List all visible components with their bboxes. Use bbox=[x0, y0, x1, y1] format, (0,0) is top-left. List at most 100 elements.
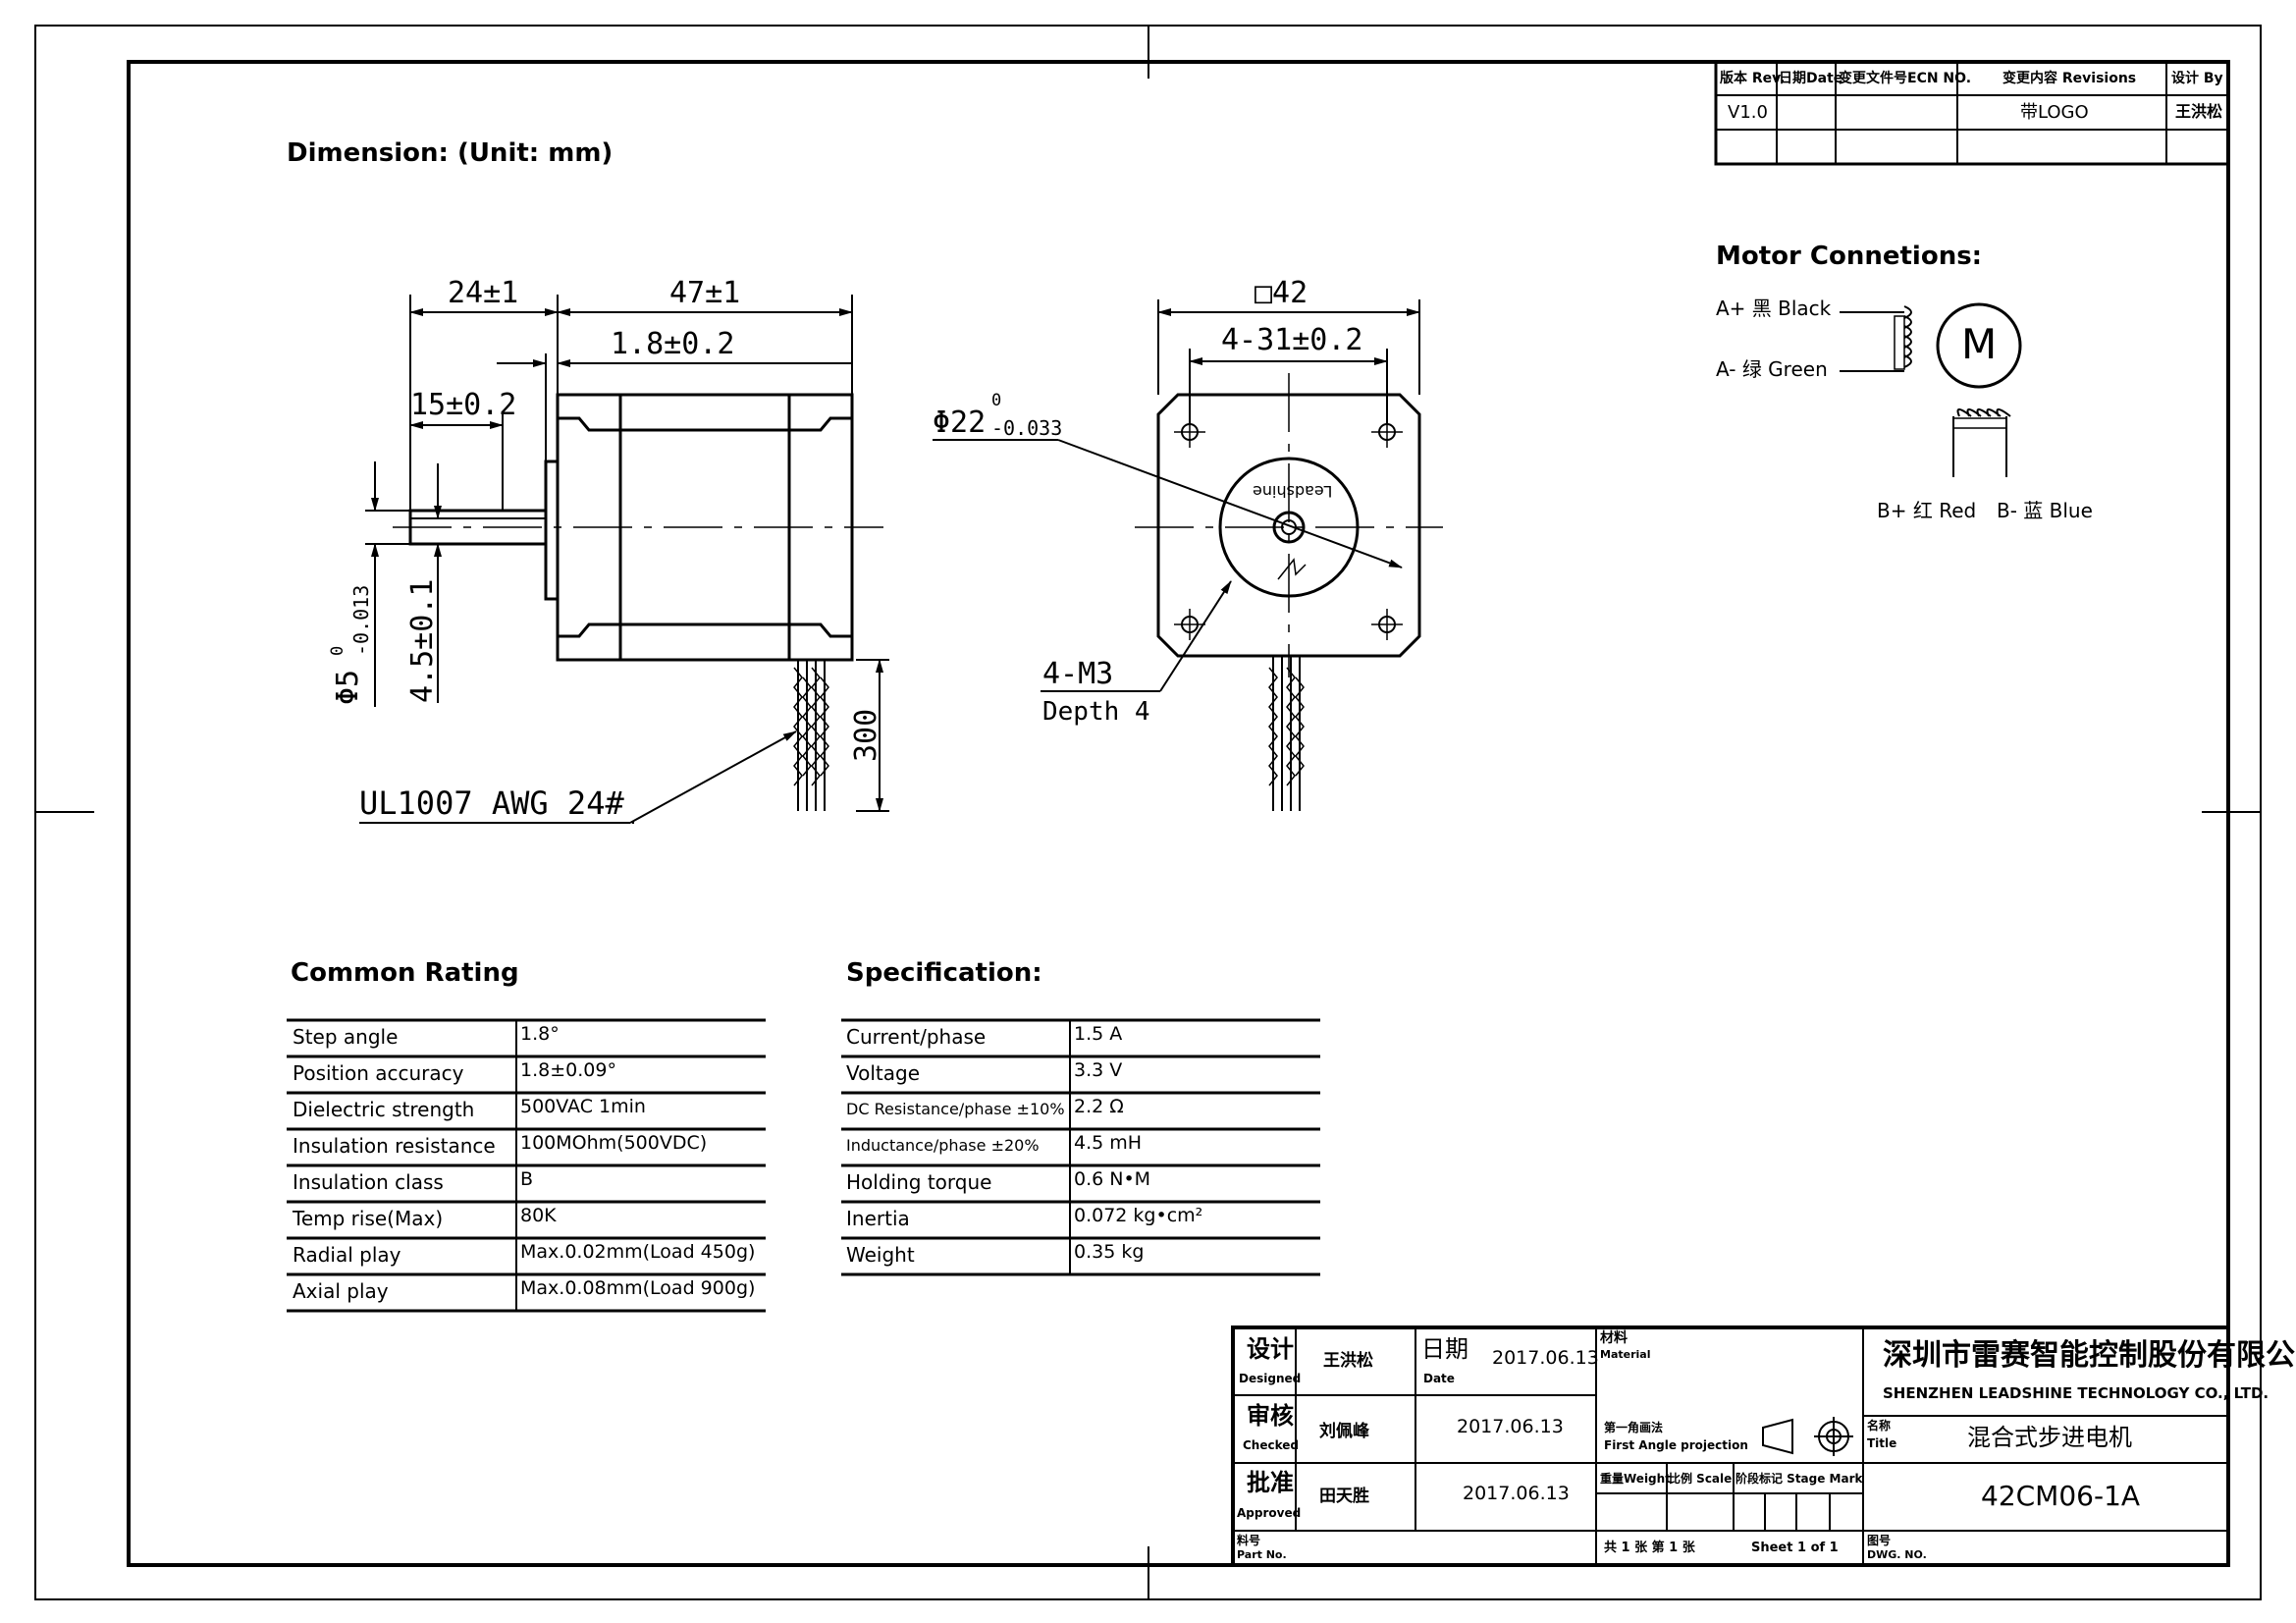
dim-flange-size: □42 bbox=[1255, 276, 1308, 310]
spec-label: Inertia bbox=[846, 1207, 910, 1230]
dim-flat-depth: 4.5±0.1 bbox=[405, 578, 440, 703]
rev-header: 版本 Rev. bbox=[1720, 71, 1786, 86]
scale-label: 比例 Scale bbox=[1669, 1472, 1733, 1486]
rev-by-header: 设计 By bbox=[2171, 71, 2223, 86]
rating-value: Max.0.08mm(Load 900g) bbox=[520, 1277, 756, 1299]
title-block-grid bbox=[1231, 1325, 2230, 1567]
mounting-hole-depth: Depth 4 bbox=[1042, 697, 1150, 727]
motor-symbol: M bbox=[1961, 320, 1998, 368]
title-label-en: Title bbox=[1867, 1436, 1897, 1450]
brand-logo-text: Leadshine bbox=[1253, 482, 1333, 501]
mounting-hole-label: 4-M3 bbox=[1042, 657, 1114, 691]
rating-label: Radial play bbox=[293, 1243, 401, 1267]
rev-version: V1.0 bbox=[1728, 102, 1768, 123]
sheet-count-cn: 共 1 张 第 1 张 bbox=[1604, 1541, 1695, 1555]
dim-lead-length: 300 bbox=[849, 708, 883, 762]
rating-value: 500VAC 1min bbox=[520, 1096, 646, 1117]
dim-hole-spacing: 4-31±0.2 bbox=[1221, 323, 1363, 357]
dim-boss-diameter: Φ22 bbox=[933, 406, 987, 440]
rating-value: 1.8° bbox=[520, 1023, 560, 1045]
wire-a-plus: A+ 黑 Black bbox=[1716, 297, 1832, 320]
spec-label: Voltage bbox=[846, 1061, 921, 1085]
checked-label-en: Checked bbox=[1243, 1438, 1299, 1452]
spec-label: Weight bbox=[846, 1243, 915, 1267]
rev-date-header: 日期Date bbox=[1779, 71, 1843, 86]
drawing-title: 混合式步进电机 bbox=[1967, 1424, 2132, 1451]
projection-label-en: First Angle projection bbox=[1604, 1438, 1748, 1452]
dim-flat-length: 15±0.2 bbox=[410, 388, 517, 422]
dim-boss-tolerance-lower: -0.033 bbox=[991, 416, 1063, 440]
spec-value: 2.2 Ω bbox=[1074, 1096, 1124, 1117]
rating-value: Max.0.02mm(Load 450g) bbox=[520, 1241, 756, 1263]
rev-revisions-header: 变更内容 Revisions bbox=[2002, 71, 2137, 86]
part-no-label-cn: 料号 bbox=[1237, 1534, 1261, 1547]
date-label-cn: 日期 bbox=[1421, 1335, 1468, 1363]
rating-value: 1.8±0.09° bbox=[520, 1059, 616, 1081]
checker-name: 刘佩峰 bbox=[1319, 1422, 1369, 1441]
spec-value: 1.5 A bbox=[1074, 1023, 1123, 1045]
rating-value: 80K bbox=[520, 1205, 557, 1226]
company-name-en: SHENZHEN LEADSHINE TECHNOLOGY CO., LTD. bbox=[1883, 1384, 2269, 1402]
date-label-en: Date bbox=[1423, 1372, 1455, 1385]
common-rating-grid bbox=[287, 1018, 766, 1313]
spec-label: Inductance/phase ±20% bbox=[846, 1136, 1040, 1155]
spec-value: 0.6 N•M bbox=[1074, 1168, 1151, 1190]
common-rating-title: Common Rating bbox=[291, 958, 519, 988]
rating-value: B bbox=[520, 1168, 534, 1190]
rating-value: 100MOhm(500VDC) bbox=[520, 1132, 708, 1154]
designed-label-cn: 设计 bbox=[1247, 1335, 1294, 1363]
specification-grid bbox=[841, 1018, 1320, 1276]
stage-mark-label: 阶段标记 Stage Mark bbox=[1735, 1472, 1863, 1486]
spec-label: DC Resistance/phase ±10% bbox=[846, 1100, 1065, 1118]
rating-label: Dielectric strength bbox=[293, 1098, 475, 1121]
material-label-en: Material bbox=[1600, 1348, 1651, 1361]
motor-connections-title: Motor Connetions: bbox=[1716, 242, 1983, 271]
spec-value: 0.35 kg bbox=[1074, 1241, 1145, 1263]
checked-date: 2017.06.13 bbox=[1457, 1416, 1564, 1437]
spec-value: 4.5 mH bbox=[1074, 1132, 1143, 1154]
dim-body-length: 47±1 bbox=[669, 276, 741, 310]
lead-wire-label: UL1007 AWG 24# bbox=[359, 784, 624, 822]
company-name-cn: 深圳市雷赛智能控制股份有限公司 bbox=[1883, 1338, 2296, 1373]
rev-author: 王洪松 bbox=[2175, 102, 2223, 121]
spec-value: 3.3 V bbox=[1074, 1059, 1123, 1081]
wire-b-plus: B+ 红 Red bbox=[1877, 499, 1977, 522]
designer-name: 王洪松 bbox=[1323, 1351, 1373, 1371]
front-view-dimensions bbox=[933, 299, 1420, 692]
projection-symbol-icon bbox=[1762, 1417, 1853, 1456]
approved-label-en: Approved bbox=[1237, 1506, 1302, 1520]
approver-name: 田天胜 bbox=[1319, 1487, 1369, 1506]
wire-a-minus: A- 绿 Green bbox=[1716, 357, 1828, 381]
motor-schematic bbox=[1840, 302, 2022, 477]
rev-description: 带LOGO bbox=[2020, 102, 2089, 123]
rating-label: Position accuracy bbox=[293, 1061, 464, 1085]
sheet-frame bbox=[34, 25, 2262, 1600]
dwg-no-label-cn: 图号 bbox=[1867, 1534, 1892, 1547]
weight-label: 重量Weight bbox=[1600, 1472, 1671, 1486]
spec-label: Current/phase bbox=[846, 1025, 987, 1049]
side-view bbox=[393, 393, 883, 811]
rating-label: Temp rise(Max) bbox=[293, 1207, 444, 1230]
specification-title: Specification: bbox=[846, 958, 1042, 988]
rating-label: Axial play bbox=[293, 1279, 389, 1303]
rating-label: Step angle bbox=[293, 1025, 399, 1049]
checked-label-cn: 审核 bbox=[1247, 1402, 1294, 1430]
dimension-heading: Dimension: (Unit: mm) bbox=[287, 138, 614, 168]
projection-label-cn: 第一角画法 bbox=[1604, 1421, 1664, 1434]
approved-date: 2017.06.13 bbox=[1463, 1483, 1570, 1504]
dim-boss-tolerance-upper: 0 bbox=[991, 391, 1002, 410]
spec-value: 0.072 kg•cm² bbox=[1074, 1205, 1203, 1226]
rating-label: Insulation class bbox=[293, 1170, 444, 1194]
model-number: 42CM06-1A bbox=[1981, 1480, 2141, 1512]
dim-shaft-length: 24±1 bbox=[448, 276, 519, 310]
rating-label: Insulation resistance bbox=[293, 1134, 496, 1158]
part-no-label-en: Part No. bbox=[1237, 1548, 1287, 1561]
dim-shaft-diameter: Φ5 bbox=[331, 669, 365, 705]
rev-ecn-header: 变更文件号ECN NO. bbox=[1839, 71, 1972, 86]
dim-boss-height: 1.8±0.2 bbox=[611, 327, 735, 361]
front-view bbox=[1135, 373, 1443, 811]
dim-shaft-tolerance-upper: 0 bbox=[328, 645, 347, 656]
sheet-count-en: Sheet 1 of 1 bbox=[1751, 1541, 1839, 1555]
wire-b-minus: B- 蓝 Blue bbox=[1997, 499, 2093, 522]
